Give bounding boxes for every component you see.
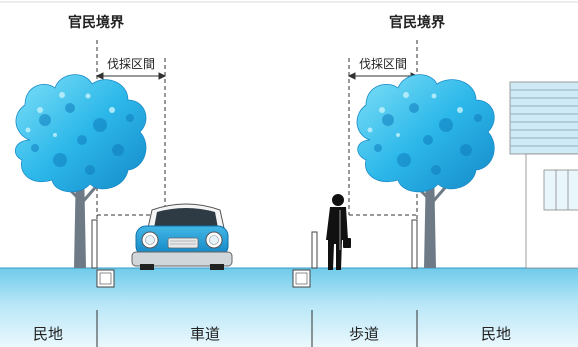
person-icon xyxy=(326,194,351,270)
tree-icon xyxy=(14,74,147,268)
curb-post-icon xyxy=(91,219,98,269)
tree-icon xyxy=(356,74,495,268)
curb-posts xyxy=(91,219,418,269)
ground-label-roadway: 車道 xyxy=(190,325,220,343)
arrowhead xyxy=(347,72,356,80)
cutting-arrows xyxy=(95,72,419,80)
drain-inlet-icon xyxy=(96,269,115,288)
ground-label-private-land-left: 民地 xyxy=(33,325,63,343)
curb-post-icon xyxy=(411,219,418,269)
boundary-label-left: 官民境界 xyxy=(68,14,125,31)
ground xyxy=(0,267,578,347)
arrowhead xyxy=(95,72,104,80)
cutting-label-right: 伐採区間 xyxy=(359,57,407,71)
drain-inlet-icon xyxy=(292,269,311,288)
ground-label-sidewalk: 歩道 xyxy=(349,325,379,343)
segment-dividers xyxy=(96,310,418,347)
house-icon xyxy=(509,81,578,269)
ground-label-private-land-right: 民地 xyxy=(481,325,511,343)
ground-fill xyxy=(0,268,578,347)
drain-inlets xyxy=(96,269,311,288)
boundary-label-right: 官民境界 xyxy=(389,14,446,31)
cutting-label-left: 伐採区間 xyxy=(107,57,155,71)
curb-post-icon xyxy=(311,231,318,269)
car-icon xyxy=(131,203,233,270)
arrowhead xyxy=(158,72,167,80)
